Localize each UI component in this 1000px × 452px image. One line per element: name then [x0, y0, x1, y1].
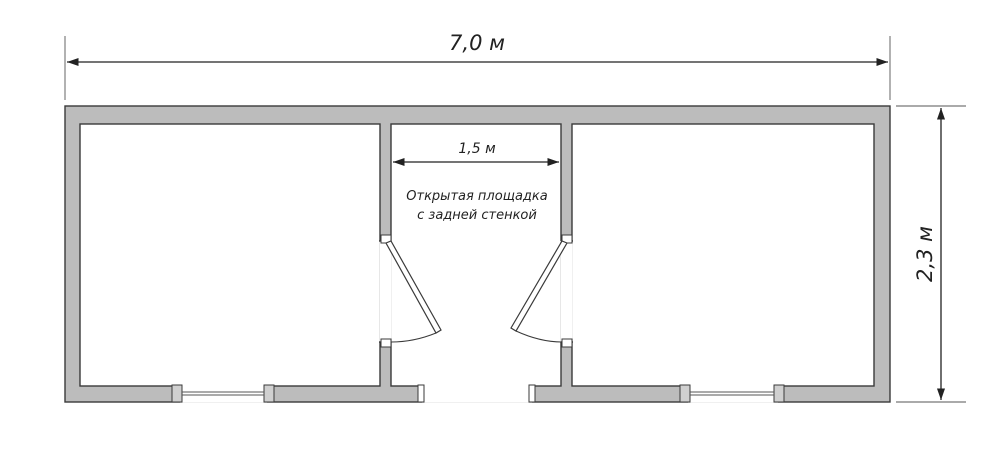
total-width-dimension: 7,0 м — [64, 31, 891, 100]
left-window-opening — [180, 385, 267, 403]
front-opening — [422, 385, 532, 403]
left-door — [380, 234, 442, 348]
total-width-label: 7,0 м — [449, 31, 505, 55]
left-room — [79, 123, 381, 387]
middle-width-dimension: 1,5 м — [393, 141, 559, 167]
middle-area-label-line1: Открытая площадка — [406, 189, 547, 204]
middle-area-label-line2: с задней стенкой — [417, 208, 537, 223]
right-door — [510, 234, 573, 348]
middle-area — [390, 123, 562, 387]
left-window — [171, 384, 275, 403]
right-window-opening — [688, 385, 778, 403]
right-door-opening — [560, 241, 573, 342]
right-room — [571, 123, 875, 387]
total-height-label: 2,3 м — [913, 226, 937, 282]
total-height-dimension: 2,3 м — [896, 105, 966, 403]
middle-width-label: 1,5 м — [458, 141, 496, 157]
front-opening-jambs — [417, 384, 536, 403]
right-window — [679, 384, 785, 403]
left-door-opening — [379, 241, 392, 342]
